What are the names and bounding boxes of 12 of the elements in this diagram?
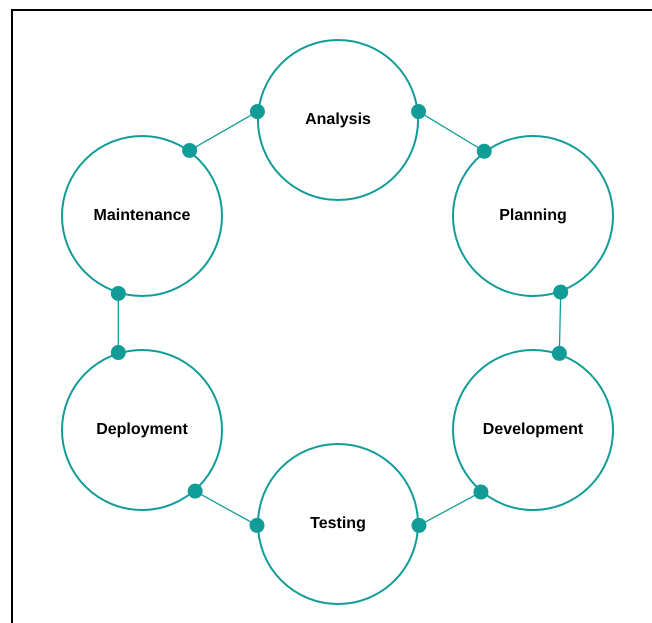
connector	[412, 484, 488, 533]
phase-label: Development	[482, 420, 584, 440]
connector	[411, 104, 492, 159]
connector	[188, 484, 264, 533]
phase-label: Analysis	[305, 110, 371, 130]
connector	[552, 284, 568, 361]
connector	[182, 104, 265, 158]
phase-label: Planning	[499, 206, 567, 226]
phase-label: Testing	[310, 514, 366, 534]
connector	[110, 286, 126, 360]
phase-label: Maintenance	[94, 206, 190, 226]
phase-label: Deployment	[96, 420, 188, 440]
